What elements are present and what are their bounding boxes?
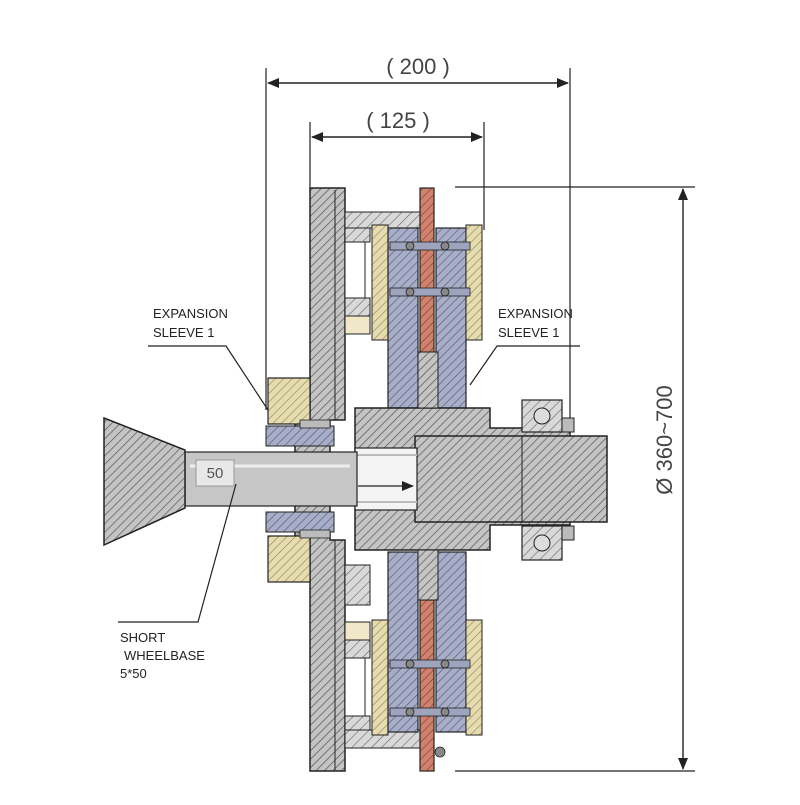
top-flex-zone (344, 211, 421, 335)
top-plate-pack (371, 187, 483, 409)
shaft-label-line1: SHORT (120, 630, 165, 645)
shaft-bore (354, 447, 418, 511)
bottom-plate-pack (371, 551, 483, 772)
leader-lines (118, 345, 580, 623)
dimension-overall-width: ( 200 ) (265, 54, 571, 430)
left-sleeve-label-line1: EXPANSION (153, 306, 228, 321)
dimension-diameter: Ø 360~700 (455, 186, 695, 772)
left-sleeve-label-line2: SLEEVE 1 (153, 325, 214, 340)
main-shaft (414, 435, 608, 523)
right-nut-assembly (521, 399, 575, 561)
shaft-label-line3: 5*50 (120, 666, 147, 681)
right-sleeve-label-line2: SLEEVE 1 (498, 325, 559, 340)
input-shaft: 50 (103, 416, 358, 547)
dimension-inner-width: ( 125 ) (309, 108, 485, 230)
shaft-depth-label: 50 (207, 465, 224, 482)
right-sleeve-label-line1: EXPANSION (498, 306, 573, 321)
overall-width-label: ( 200 ) (386, 54, 450, 79)
bottom-flex-zone (344, 564, 421, 749)
shaft-label-line2: WHEELBASE (124, 648, 205, 663)
diameter-label: Ø 360~700 (652, 385, 677, 494)
inner-width-label: ( 125 ) (366, 108, 430, 133)
left-expansion-sleeve (265, 377, 335, 583)
